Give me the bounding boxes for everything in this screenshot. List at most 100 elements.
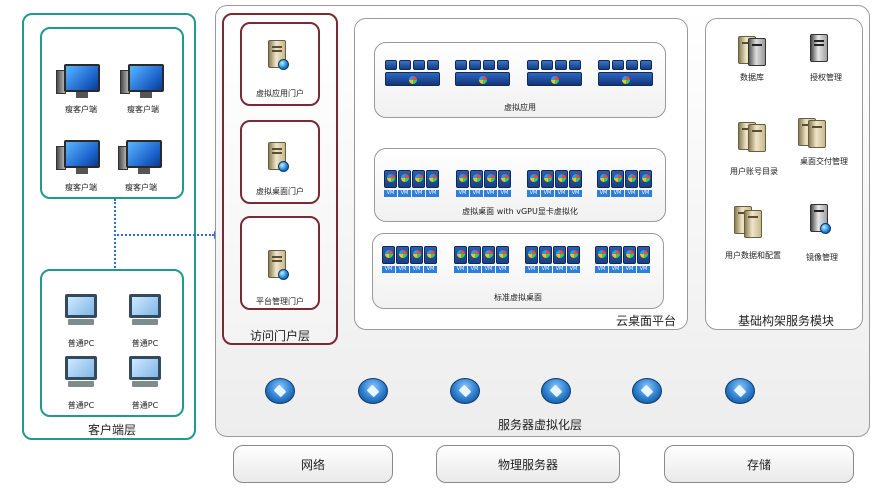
vm-tag: VM xyxy=(539,266,552,273)
vm-tag: VM xyxy=(484,190,497,197)
windows-logo-icon xyxy=(612,250,620,258)
windows-logo-icon xyxy=(570,250,578,258)
license-management-label: 授权管理 xyxy=(810,73,842,82)
vm-tag: VM xyxy=(525,266,538,273)
storage-box: 存储 xyxy=(664,445,854,483)
vm-tile xyxy=(637,246,650,264)
thin-client-1-label: 瘦客户端 xyxy=(65,105,97,114)
vm-tag: VM xyxy=(412,190,425,197)
vm-tag: VM xyxy=(527,190,540,197)
vm-tag: VM xyxy=(541,190,554,197)
vm-tag: VM xyxy=(454,266,467,273)
windows-logo-icon xyxy=(544,174,552,182)
windows-logo-icon xyxy=(471,250,479,258)
windows-logo-icon xyxy=(457,250,465,258)
vm-tag: VM xyxy=(625,190,638,197)
vm-tile xyxy=(609,246,622,264)
windows-logo-icon xyxy=(401,174,409,182)
vm-tile xyxy=(398,170,411,188)
vm-tile xyxy=(482,246,495,264)
vm-tile xyxy=(426,170,439,188)
windows-logo-icon xyxy=(499,250,507,258)
vm-tile xyxy=(567,246,580,264)
windows-logo-icon xyxy=(528,250,536,258)
desktop-delivery-icon xyxy=(796,118,826,148)
hypervisor-icon-3 xyxy=(450,378,480,404)
thin-client-3-label: 瘦客户端 xyxy=(65,183,97,192)
windows-logo-icon xyxy=(626,250,634,258)
thin-client-2 xyxy=(120,64,164,104)
database-label: 数据库 xyxy=(740,73,764,82)
vm-tag: VM xyxy=(482,266,495,273)
vm-tag: VM xyxy=(398,190,411,197)
windows-logo-icon xyxy=(640,250,648,258)
user-directory-icon xyxy=(736,122,766,152)
vm-tile xyxy=(454,246,467,264)
windows-logo-icon xyxy=(598,250,606,258)
vm-tile xyxy=(527,170,540,188)
vm-tile xyxy=(553,246,566,264)
vm-tag: VM xyxy=(567,266,580,273)
pc-group xyxy=(40,269,184,417)
platform-admin-portal-label: 平台管理门户 xyxy=(256,297,304,306)
hypervisor-icon-1 xyxy=(265,378,295,404)
vm-tile xyxy=(597,170,610,188)
vm-tag: VM xyxy=(426,190,439,197)
client-layer-title: 客户端层 xyxy=(87,423,136,437)
server-icon-admin-portal xyxy=(266,250,289,280)
windows-logo-icon xyxy=(614,174,622,182)
vm-tile xyxy=(496,246,509,264)
thin-client-4 xyxy=(118,140,162,180)
vm-tag: VM xyxy=(456,190,469,197)
hypervisor-layer-title: 服务器虚拟化层 xyxy=(497,418,582,432)
pc-3-label: 普通PC xyxy=(67,401,95,410)
vm-tag: VM xyxy=(410,266,423,273)
database-icon xyxy=(736,36,766,66)
vm-tile xyxy=(595,246,608,264)
windows-logo-icon xyxy=(542,250,550,258)
vm-tag: VM xyxy=(637,266,650,273)
windows-logo-icon xyxy=(487,174,495,182)
windows-logo-icon xyxy=(642,174,650,182)
infra-services-panel xyxy=(705,18,863,330)
pc-1-label: 普通PC xyxy=(67,339,95,348)
vm-tag: VM xyxy=(569,190,582,197)
vm-tile xyxy=(384,170,397,188)
vgpu-desktop-label: 虚拟桌面 with vGPU显卡虚拟化 xyxy=(462,207,578,216)
vm-tile xyxy=(424,246,437,264)
vm-tile xyxy=(555,170,568,188)
thin-client-group xyxy=(40,27,184,199)
user-directory-label: 用户账号目录 xyxy=(730,167,778,176)
vm-tile xyxy=(525,246,538,264)
windows-logo-icon xyxy=(572,174,580,182)
windows-logo-icon xyxy=(558,174,566,182)
vm-tag: VM xyxy=(611,190,624,197)
windows-logo-icon xyxy=(399,250,407,258)
user-data-config-icon xyxy=(732,206,762,238)
network-box: 网络 xyxy=(233,445,393,483)
windows-logo-icon xyxy=(427,250,435,258)
vm-tile xyxy=(625,170,638,188)
vm-tile xyxy=(412,170,425,188)
image-management-icon xyxy=(808,204,831,234)
windows-logo-icon xyxy=(415,174,423,182)
pc-3 xyxy=(64,356,98,390)
vm-tag: VM xyxy=(609,266,622,273)
vm-tile xyxy=(498,170,511,188)
pc-4-label: 普通PC xyxy=(131,401,159,410)
vm-tag: VM xyxy=(555,190,568,197)
windows-logo-icon xyxy=(628,174,636,182)
user-data-config-label: 用户数据和配置 xyxy=(725,251,781,260)
virtual-app-block-2 xyxy=(455,60,510,88)
server-icon-desktop-portal xyxy=(266,142,289,172)
thin-client-2-label: 瘦客户端 xyxy=(127,105,159,114)
windows-logo-icon xyxy=(459,174,467,182)
cloud-desktop-platform-title: 云桌面平台 xyxy=(615,314,676,328)
infra-services-title: 基础构架服务模块 xyxy=(737,314,834,328)
windows-logo-icon xyxy=(556,250,564,258)
vm-tile xyxy=(541,170,554,188)
pc-4 xyxy=(128,356,162,390)
vm-tile xyxy=(468,246,481,264)
vm-tile xyxy=(396,246,409,264)
vm-tile xyxy=(470,170,483,188)
